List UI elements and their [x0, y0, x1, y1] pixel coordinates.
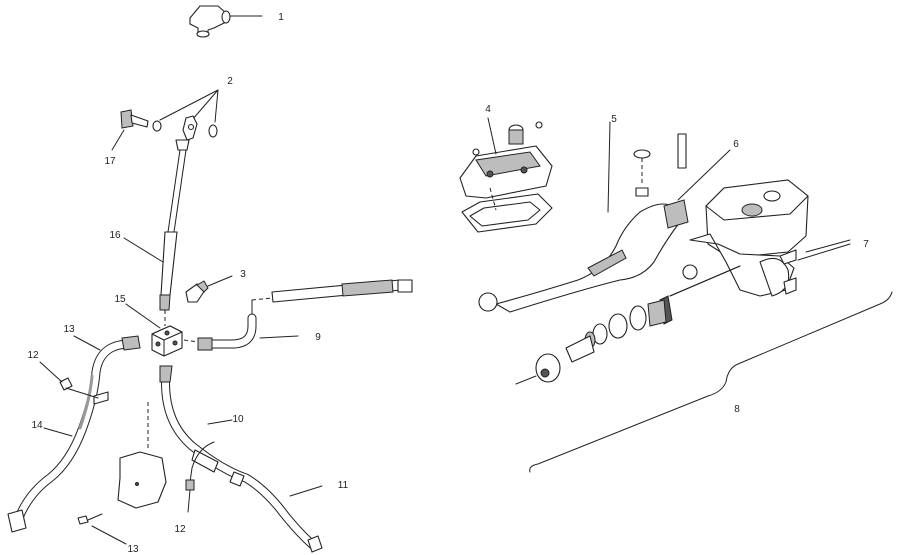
part-17-banjo-bolt: [111, 109, 149, 151]
part-13-14-left-hose: [7, 335, 141, 533]
callout-6: 6: [733, 139, 739, 150]
callout-7: 7: [863, 239, 869, 250]
callout-14: 14: [31, 420, 43, 431]
part-13-mounting-plate: [77, 400, 167, 545]
callout-3: 3: [240, 269, 246, 280]
callout-13-lower: 13: [127, 544, 139, 555]
part-5-lever: [478, 121, 681, 313]
part-16-upper-brake-line: [123, 139, 190, 311]
callout-11: 11: [338, 480, 349, 491]
part-7-master-cylinder: [682, 179, 851, 297]
callout-12-upper: 12: [27, 350, 39, 361]
part-6-pivot-parts: [633, 133, 731, 229]
part-2-washers-banjo: [152, 89, 219, 141]
callout-10: 10: [232, 414, 244, 425]
part-4-reservoir-cover: [459, 117, 553, 233]
callout-4: 4: [485, 104, 491, 115]
part-3-fitting: [185, 275, 233, 303]
callout-labels: 1 2 3 4 5 6 7 8 9 10 11 12 12 13 13 14 1…: [27, 12, 869, 555]
callout-13-upper: 13: [63, 324, 75, 335]
part-9-elbow-hose: [197, 279, 413, 351]
callout-5: 5: [611, 114, 617, 125]
callout-15: 15: [114, 294, 126, 305]
callout-1: 1: [278, 12, 284, 23]
part-10-11-center-hoses: [159, 365, 323, 553]
part-1-tee-fitting: [189, 5, 263, 38]
callout-8: 8: [734, 404, 740, 415]
callout-16: 16: [109, 230, 121, 241]
callout-9: 9: [315, 332, 321, 343]
callout-12-lower: 12: [174, 524, 186, 535]
part-8-piston-kit: [515, 265, 893, 473]
part-15-junction-block: [125, 303, 199, 357]
callout-2: 2: [227, 76, 233, 87]
callout-17: 17: [104, 156, 116, 167]
